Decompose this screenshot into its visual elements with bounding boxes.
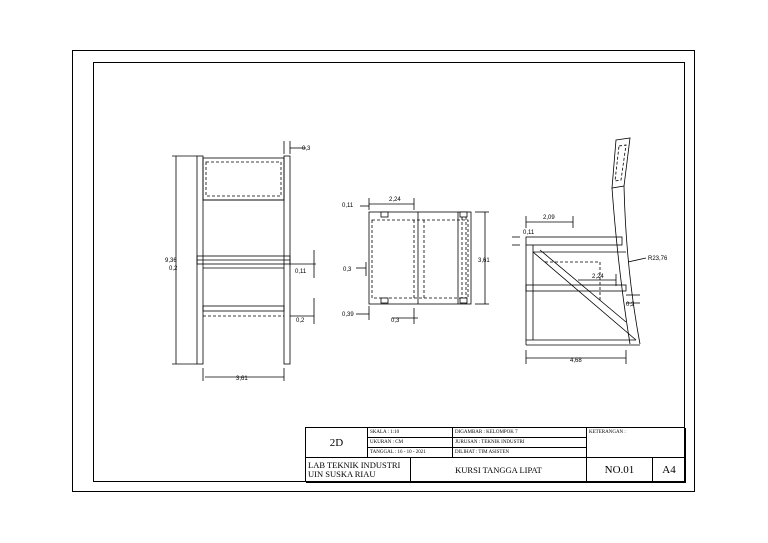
dim-front-seat-right: 0,11	[295, 269, 307, 275]
dim-front-height: 9,36	[165, 258, 177, 264]
top-view	[356, 198, 489, 324]
dim-top-width: 2,24	[389, 197, 401, 203]
dim-top-left-side: 0,3	[343, 267, 352, 273]
top-view-dimension-labels: 0,11 2,24 3,61 0,3 0,39 0,3	[342, 197, 490, 324]
title-block: 2D SKALA : 1:10 UKURAN : CM TANGGAL : 16…	[305, 427, 686, 483]
dim-top-right-height: 3,61	[478, 258, 490, 264]
skala: SKALA : 1:10	[370, 430, 400, 435]
dim-side-top-small: 0,11	[523, 230, 535, 236]
jurusan-cell: JURUSAN : TEKNIK INDUSTRI	[453, 438, 587, 448]
drawing-number-cell: NO.01	[587, 458, 653, 483]
lab-name-cell: LAB TEKNIK INDUSTRI UIN SUSKA RIAU	[306, 458, 411, 483]
side-view-dimension-labels: 2,09 0,11 R23,76 2,24 0,2 4,68	[523, 215, 668, 364]
drawing-number: NO.01	[604, 464, 635, 476]
view-type-cell: 2D	[306, 428, 368, 458]
digambar-cell: DIGAMBAR : KELOMPOK 7	[453, 428, 587, 438]
drawing-title: KURSI TANGGA LIPAT	[455, 465, 542, 475]
dim-side-bottom-width: 4,68	[570, 358, 582, 364]
view-type: 2D	[329, 436, 344, 449]
lab-name-line1: LAB TEKNIK INDUSTRI	[308, 460, 401, 470]
dilihat: DILIHAT : TIM ASISTEN	[455, 450, 510, 455]
front-view-dimension-labels: 0,3 9,36 0,2 0,11 0,2 3,61	[165, 146, 311, 382]
dim-top-left: 0,11	[342, 203, 354, 209]
tanggal-cell: TANGGAL : 16 - 10 - 2021	[368, 448, 453, 458]
dim-front-height-sub: 0,2	[169, 266, 178, 272]
dim-side-right-small: 0,2	[626, 302, 635, 308]
dim-side-top: 2,09	[543, 215, 555, 221]
dim-front-width: 3,61	[236, 376, 248, 382]
tanggal: TANGGAL : 16 - 10 - 2021	[370, 450, 426, 455]
dim-top-bottom-left: 0,39	[342, 312, 354, 318]
dim-top-bottom-mid: 0,3	[391, 318, 400, 324]
drawing-sheet-outer-border	[72, 50, 695, 492]
dim-front-top-right: 0,3	[302, 146, 311, 152]
side-view	[512, 137, 647, 364]
dim-side-mid: 2,24	[592, 274, 604, 280]
jurusan: JURUSAN : TEKNIK INDUSTRI	[455, 440, 525, 445]
keterangan-cell: KETERANGAN :	[587, 428, 686, 458]
drawing-frame	[93, 62, 685, 482]
keterangan: KETERANGAN :	[589, 430, 626, 435]
front-view	[172, 141, 316, 381]
paper-size: A4	[662, 464, 676, 476]
dim-side-radius: R23,76	[648, 256, 668, 262]
dim-front-lower-right: 0,2	[296, 318, 305, 324]
lab-name-line2: UIN SUSKA RIAU	[308, 469, 376, 479]
dilihat-cell: DILIHAT : TIM ASISTEN	[453, 448, 587, 458]
ukuran: UKURAN : CM	[370, 440, 404, 445]
paper-size-cell: A4	[653, 458, 686, 483]
drawing-title-cell: KURSI TANGGA LIPAT	[411, 458, 587, 483]
digambar: DIGAMBAR : KELOMPOK 7	[455, 430, 518, 435]
ukuran-cell: UKURAN : CM	[368, 438, 453, 448]
skala-cell: SKALA : 1:10	[368, 428, 453, 438]
